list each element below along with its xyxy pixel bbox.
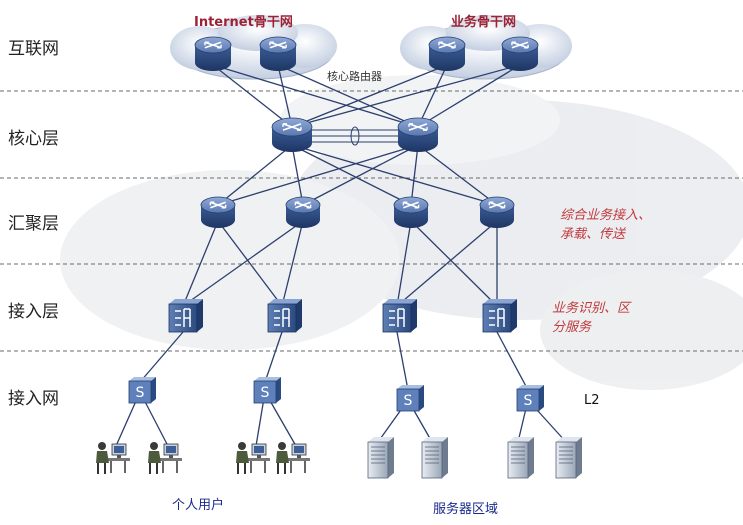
link-access-switch [139, 331, 184, 383]
link-access-switch [264, 331, 283, 383]
svg-text:S: S [404, 393, 413, 409]
link-core-aggregation [302, 144, 419, 206]
l2-switch-icon: S [516, 385, 544, 412]
link-core-aggregation [417, 144, 498, 206]
l2-switch-icon: S [253, 377, 281, 404]
layer-label-aggregation: 汇聚层 [8, 214, 59, 234]
personal-user-pc-icon [148, 442, 182, 474]
link-cloud-core [212, 64, 293, 128]
link-cloud-core [277, 64, 419, 128]
aggregation-router-icon [479, 196, 515, 228]
layer-label-access: 接入层 [8, 302, 59, 322]
backbone-router-icon [501, 36, 539, 71]
service-backbone-title: 业务骨干网 [451, 15, 517, 30]
access-switch-icon [382, 299, 417, 333]
aggregation-router-icon [285, 196, 321, 228]
aggregation-router-icon [393, 196, 429, 228]
core-router-icon [271, 117, 313, 152]
link-cloud-core [417, 64, 521, 128]
svg-text:S: S [136, 385, 145, 401]
server-icon [555, 437, 582, 479]
access-switch-icon [482, 299, 517, 333]
l2-switch-icon: S [396, 385, 424, 412]
layer-label-access-network: 接入网 [8, 389, 59, 409]
link-agg-access [396, 220, 412, 307]
backbone-router-icon [194, 36, 232, 71]
access-note-line2: 分服务 [552, 320, 592, 335]
layer-label-core: 核心层 [8, 129, 59, 149]
access-switch-icon [168, 299, 203, 333]
personal-user-pc-icon [276, 442, 310, 474]
link-cloud-core [291, 64, 521, 128]
personal-users-label: 个人用户 [172, 498, 225, 513]
link-core-aggregation [291, 144, 498, 206]
l2-label: L2 [584, 393, 600, 408]
link-agg-access [182, 220, 219, 307]
backbone-router-icon [428, 36, 466, 71]
aggregation-router-icon [200, 196, 236, 228]
link-agg-access [281, 220, 304, 307]
aggregation-note: 综合业务接入、 承载、传送 [560, 206, 651, 244]
core-router-label: 核心路由器 [327, 70, 382, 83]
aggregation-note-line2: 承载、传送 [560, 227, 626, 242]
link-core-aggregation [217, 144, 419, 206]
core-router-icon [397, 117, 439, 152]
link-agg-access [182, 220, 304, 307]
link-cloud-core [291, 64, 448, 128]
internet-backbone-title: Internet骨干网 [194, 15, 293, 30]
layer-dividers [0, 90, 743, 352]
backbone-router-icon [259, 36, 297, 71]
link-agg-access [410, 220, 498, 307]
server-icon [421, 437, 448, 479]
link-agg-access [217, 220, 283, 307]
link-core-aggregation [217, 144, 293, 206]
l2-switch-icon: S [128, 377, 156, 404]
server-area-label: 服务器区域 [433, 502, 499, 517]
access-switch-icon [267, 299, 302, 333]
link-core-aggregation [410, 144, 419, 206]
personal-user-pc-icon [96, 442, 130, 474]
link-agg-access [396, 220, 498, 307]
link-cloud-core [212, 64, 419, 128]
link-core-aggregation [291, 144, 412, 206]
link-cloud-core [277, 64, 293, 128]
access-note-line1: 业务识别、区 [552, 301, 631, 316]
access-note: 业务识别、区 分服务 [552, 299, 630, 337]
svg-text:S: S [261, 385, 270, 401]
layer-label-internet: 互联网 [8, 39, 59, 59]
aggregation-note-line1: 综合业务接入、 [560, 208, 652, 223]
personal-user-pc-icon [236, 442, 270, 474]
server-icon [507, 437, 534, 479]
link-cloud-core [417, 64, 448, 128]
svg-text:S: S [524, 393, 533, 409]
core-link-aggregation [312, 126, 398, 146]
link-access-switch [396, 331, 409, 391]
link-access-switch [496, 331, 529, 391]
network-links [115, 64, 567, 447]
link-core-aggregation [291, 144, 304, 206]
server-icon [367, 437, 394, 479]
